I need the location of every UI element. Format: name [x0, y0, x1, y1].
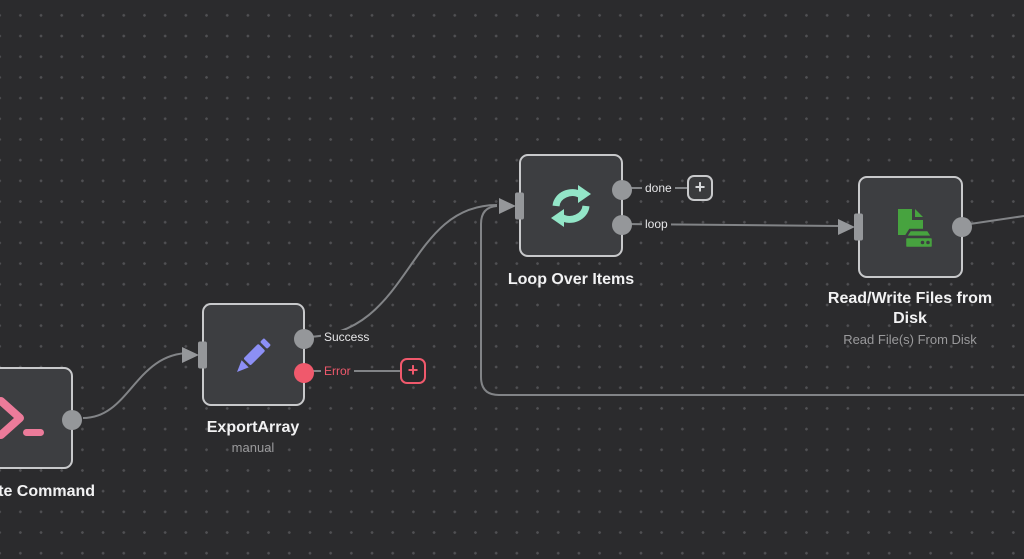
connection-readwrite-output[interactable]	[962, 215, 1024, 226]
output-port-done[interactable]	[612, 180, 632, 200]
node-title-execute-command: Execute Command	[0, 483, 96, 500]
output-label-error: Error	[321, 364, 354, 378]
node-read-write-files[interactable]	[838, 176, 972, 278]
pencil-icon	[236, 338, 270, 372]
terminal-icon	[0, 397, 44, 439]
node-loop-over-items[interactable]	[499, 154, 632, 257]
add-node-button-done[interactable]: +	[687, 175, 713, 201]
connection-loopback-to-loop-input[interactable]	[480, 205, 1024, 396]
plus-icon: +	[694, 177, 706, 197]
input-arrow-icon	[182, 346, 199, 363]
add-node-button-error[interactable]: +	[400, 358, 426, 384]
node-execute-command[interactable]	[0, 367, 82, 469]
input-port-export-array[interactable]	[198, 341, 207, 368]
connection-success-to-loop[interactable]	[304, 204, 498, 338]
output-label-success: Success	[321, 330, 373, 344]
connection-execute-to-exportarray[interactable]	[82, 352, 191, 419]
output-port-loop[interactable]	[612, 215, 632, 235]
output-port-error[interactable]	[294, 363, 314, 383]
input-arrow-icon	[499, 197, 516, 214]
file-disk-icon	[897, 209, 935, 250]
output-label-done: done	[642, 181, 675, 195]
output-port-execute-command[interactable]	[62, 410, 82, 430]
node-title-loop-over-items: Loop Over Items	[507, 271, 635, 288]
input-port-read-write-files[interactable]	[854, 213, 863, 241]
node-title-export-array: ExportArray	[206, 419, 300, 436]
node-export-array[interactable]	[182, 303, 314, 406]
output-label-loop: loop	[642, 217, 671, 231]
plus-icon: +	[407, 360, 419, 380]
loop-icon	[551, 184, 591, 227]
output-port-success[interactable]	[294, 329, 314, 349]
input-port-loop-over-items[interactable]	[515, 192, 524, 219]
input-arrow-icon	[838, 219, 855, 235]
node-subtitle-export-array: manual	[231, 440, 275, 455]
output-port-read-write-files[interactable]	[952, 217, 972, 237]
node-title-read-write-files: Read/Write Files from Disk	[827, 290, 993, 327]
node-subtitle-read-write-files: Read File(s) From Disk	[843, 332, 977, 347]
